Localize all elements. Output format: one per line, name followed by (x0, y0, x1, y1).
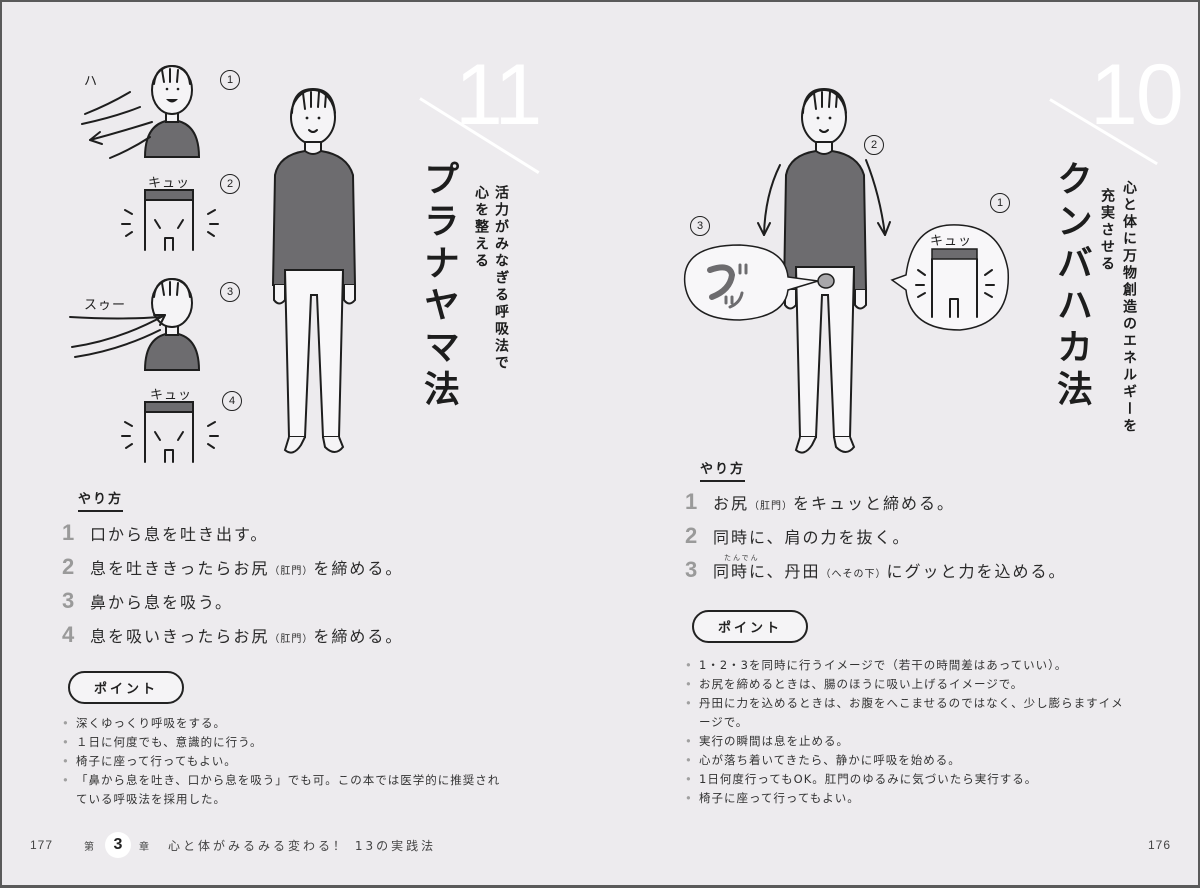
page-number: 176 (1148, 838, 1172, 852)
kumbhaka-figure-illustration (683, 88, 1009, 454)
step-marker-2: 2 (864, 135, 884, 155)
step-marker-3: 3 (220, 282, 240, 302)
section-subtitle-line2: 充実させる (1099, 188, 1115, 273)
step-marker-2: 2 (220, 174, 240, 194)
point-item: 1・2・3を同時に行うイメージで（若干の時間差はあっていい）。 (685, 656, 1125, 675)
section-subtitle-line1: 心と体に万物創造のエネルギーを (1121, 180, 1137, 435)
step-marker-1: 1 (220, 70, 240, 90)
sfx-squeeze-1: キュッ (148, 176, 191, 191)
point-item: 1日何度行ってもOK。肛門のゆるみに気づいたら実行する。 (685, 770, 1125, 789)
section-title: クンバハカ法 (1051, 160, 1092, 412)
point-item: 深くゆっくり呼吸をする。 (62, 714, 502, 733)
sfx-inhale: スゥー (84, 298, 127, 313)
point-item: 椅子に座って行ってもよい。 (62, 752, 502, 771)
page-number: 177 (30, 838, 54, 852)
point-heading: ポイント (68, 671, 185, 704)
sfx-squeeze: キュッ (930, 234, 973, 249)
point-heading: ポイント (692, 610, 809, 643)
point-list: 1・2・3を同時に行うイメージで（若干の時間差はあっていい）。 お尻を締めるとき… (685, 656, 1125, 808)
right-page: 10 クンバハカ法 充実させる 心と体に万物創造のエネルギーを (600, 0, 1200, 888)
point-item: 丹田に力を込めるときは、お腹をへこませるのではなく、少し膨らますイメージで。 (685, 694, 1125, 732)
standing-figure-illustration (271, 88, 357, 454)
point-item: 心が落ち着いてきたら、静かに呼吸を始める。 (685, 751, 1125, 770)
section-subtitle-line2: 心を整える (473, 185, 489, 270)
point-item: 椅子に座って行ってもよい。 (685, 789, 1125, 808)
chapter-title: 心と体がみるみる変わる！ 13の実践法 (168, 838, 437, 853)
exhale-illustration (81, 65, 201, 159)
sfx-squeeze-2: キュッ (150, 388, 193, 403)
point-item: お尻を締めるときは、腸のほうに吸い上げるイメージで。 (685, 675, 1125, 694)
point-item: 実行の瞬間は息を止める。 (685, 732, 1125, 751)
squeeze-illustration-1 (121, 189, 219, 251)
point-list: 深くゆっくり呼吸をする。 １日に何度でも、意識的に行う。 椅子に座って行ってもよ… (62, 714, 502, 809)
section-number: 11 (455, 47, 542, 143)
section-subtitle-line1: 活力がみなぎる呼吸法で (493, 185, 509, 372)
point-item: １日に何度でも、意識的に行う。 (62, 733, 502, 752)
method-heading: やり方 (700, 458, 746, 482)
chapter-number-badge: 3 (105, 832, 131, 858)
section-number: 10 (1090, 47, 1184, 143)
ruby-tanden: たんでん (724, 554, 760, 562)
chapter-header: 第 3 章 心と体がみるみる変わる！ 13の実践法 (84, 832, 436, 858)
squeeze-illustration-2 (121, 401, 219, 463)
inhale-illustration (69, 278, 201, 371)
step-marker-3: 3 (690, 216, 710, 236)
point-item: 「鼻から息を吐き、口から息を吸う」でも可。この本では医学的に推奨されている呼吸法… (62, 771, 502, 809)
step-marker-4: 4 (222, 391, 242, 411)
step-marker-1: 1 (990, 193, 1010, 213)
section-title: プラナヤマ法 (418, 160, 459, 412)
left-page: 11 プラナヤマ法 心を整える 活力がみなぎる呼吸法で ハ 1 キュッ 2 (0, 0, 600, 888)
method-heading: やり方 (78, 488, 124, 512)
sfx-exhale: ハ (84, 74, 99, 89)
